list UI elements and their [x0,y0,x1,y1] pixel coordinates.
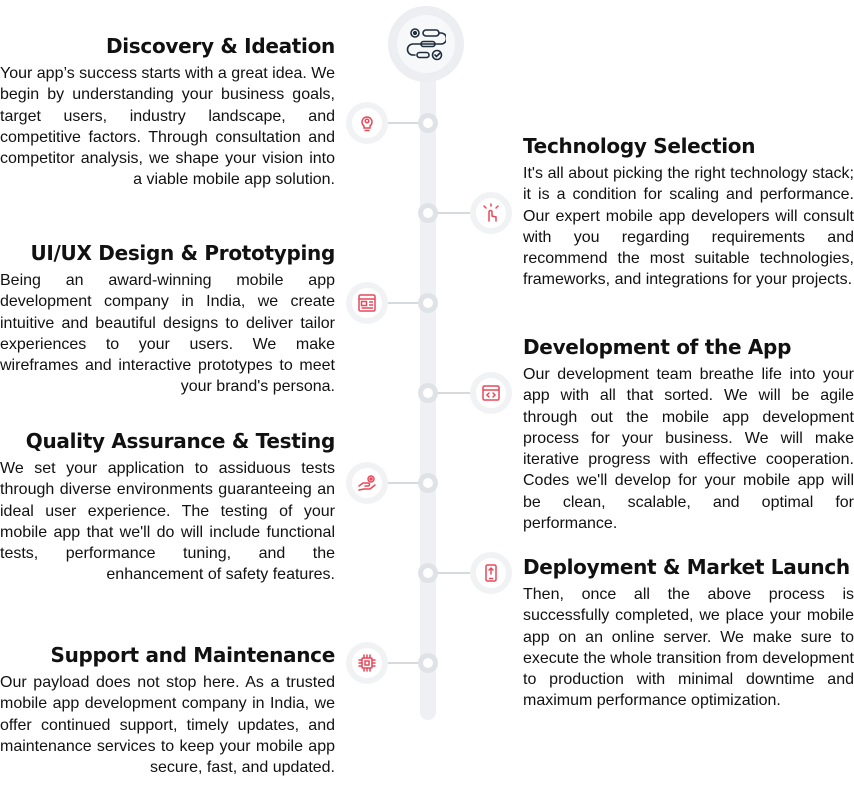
workflow-process-icon [406,28,446,61]
step-title: Discovery & Ideation [105,34,335,58]
step-technology: Technology Selection It's all about pick… [523,133,854,291]
connector-right [434,212,472,214]
connector-right [434,572,472,574]
connector-left [388,662,422,664]
step-title: Support and Maintenance [50,643,335,667]
step-description: Being an award-winning mobile app develo… [0,272,335,396]
step-description: It's all about picking the right technol… [523,165,854,289]
connector-right [434,392,472,394]
step-badge [346,102,388,144]
connector-left [388,482,422,484]
step-description: Our development team breathe life into y… [523,366,854,533]
step-title: Development of the App [523,335,792,359]
hand-touch-icon [483,203,499,222]
lightbulb-gear-icon [361,116,373,132]
step-badge [346,642,388,684]
timeline-node [418,653,438,673]
step-description: Our payload does not stop here. As a tru… [0,674,335,777]
step-development: Development of the App Our development t… [523,334,854,534]
step-title: Quality Assurance & Testing [25,429,336,453]
step-title: Technology Selection [523,134,756,158]
timeline-node [418,473,438,493]
timeline-node [418,203,438,223]
step-badge [470,192,512,234]
step-badge [470,372,512,414]
step-deployment: Deployment & Market Launch Then, once al… [523,554,854,712]
mobile-launch-icon [485,564,497,582]
timeline-node [418,383,438,403]
timeline-hub [388,6,464,82]
step-badge [470,552,512,594]
timeline-node [418,293,438,313]
step-description: We set your application to assiduous tes… [0,460,335,584]
step-title: UI/UX Design & Prototyping [30,241,335,265]
timeline-node [418,563,438,583]
step-qa: Quality Assurance & Testing We set your … [0,428,335,586]
hand-gear-icon [358,475,376,491]
wireframe-icon [358,294,376,312]
step-badge [346,282,388,324]
chip-support-icon [358,654,376,672]
timeline-node [418,113,438,133]
step-description: Your app’s success starts with a great i… [0,65,335,189]
step-support: Support and Maintenance Our payload does… [0,642,335,778]
step-uiux: UI/UX Design & Prototyping Being an awar… [0,240,335,398]
step-title: Deployment & Market Launch [523,555,850,579]
connector-left [388,302,422,304]
step-badge [346,462,388,504]
connector-left [388,122,422,124]
step-discovery: Discovery & Ideation Your app’s success … [0,33,335,191]
step-description: Then, once all the above process is succ… [523,586,854,710]
code-window-icon [482,385,500,401]
